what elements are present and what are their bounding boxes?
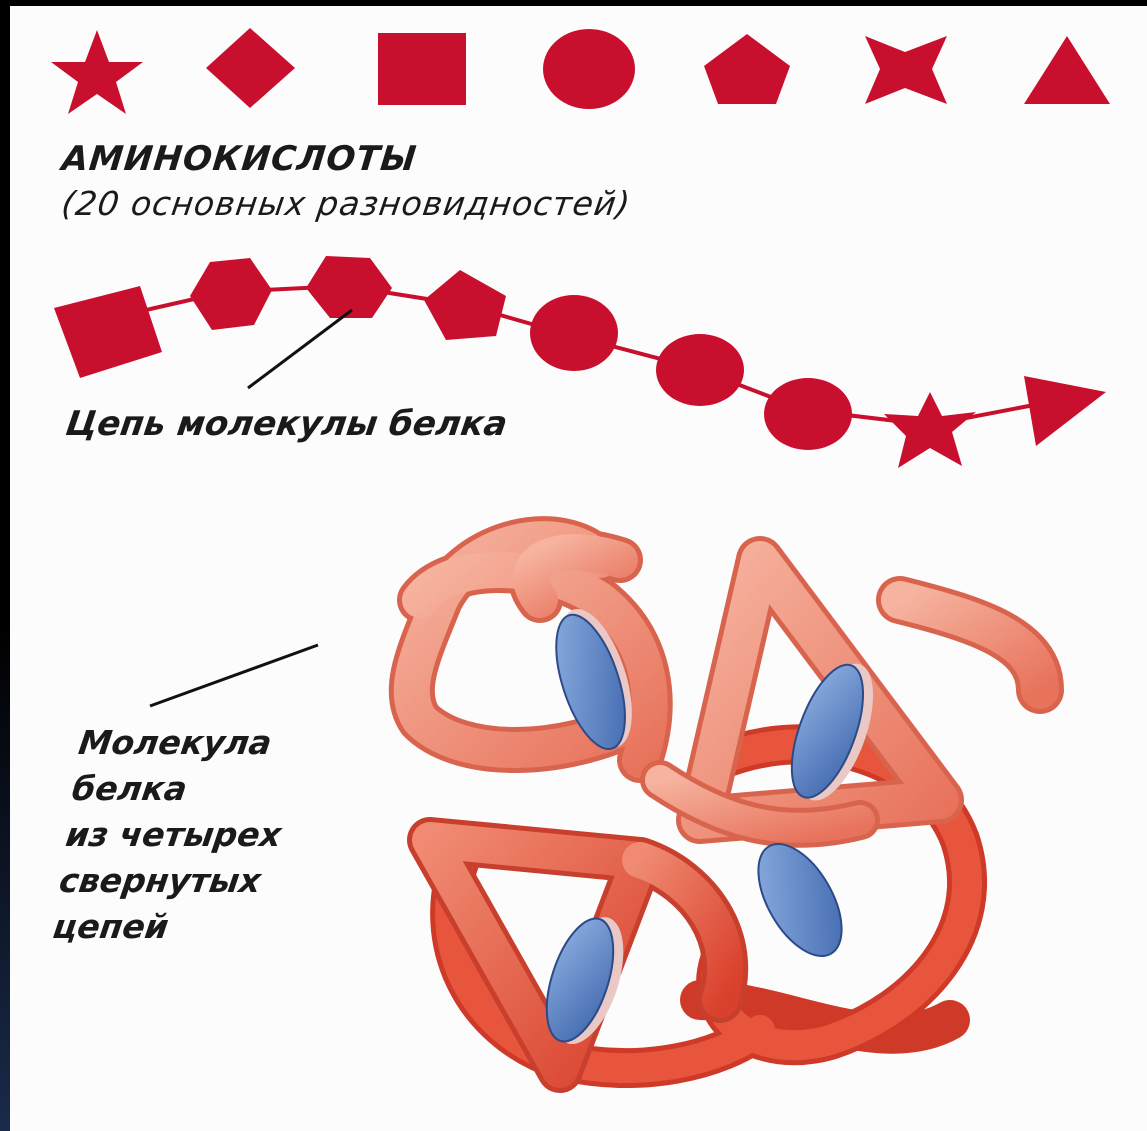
molecule-pointer-line xyxy=(150,645,318,706)
protein-molecule-label: Молекула белка из четырех свернутых цепе… xyxy=(50,720,402,950)
chain-circle xyxy=(656,334,744,406)
amino-acids-title: АМИНОКИСЛОТЫ xyxy=(60,136,420,182)
chain-square xyxy=(54,286,162,378)
chain-hexagon xyxy=(306,256,392,318)
molecule-label-line: из четырех xyxy=(63,812,389,858)
chain-pentagon xyxy=(424,270,506,340)
chain-triangle xyxy=(1024,376,1106,446)
molecule-label-line: цепей xyxy=(50,904,376,950)
circle-icon xyxy=(543,29,635,109)
molecule-label-line: свернутых xyxy=(56,858,382,904)
square-icon xyxy=(378,33,466,105)
amino-acid-legend xyxy=(51,28,1110,114)
molecule-label-line: белка xyxy=(69,766,395,812)
diamond-icon xyxy=(206,28,295,108)
heme-disc-icon xyxy=(741,830,858,969)
chain-circle xyxy=(764,378,852,450)
protein-chain-label: Цепь молекулы белка xyxy=(63,404,510,444)
amino-acids-subtitle: (20 основных разновидностей) xyxy=(59,184,633,223)
chain-star xyxy=(884,392,976,468)
chain-pointer-line xyxy=(248,310,352,388)
chain-hexagon xyxy=(190,258,272,330)
star-icon xyxy=(51,30,143,114)
triangle-icon xyxy=(1024,36,1110,104)
chain-circle xyxy=(530,295,618,371)
cross-icon xyxy=(865,36,947,104)
pentagon-icon xyxy=(704,34,790,104)
folded-protein xyxy=(412,539,1040,1070)
molecule-label-line: Молекула xyxy=(76,720,402,766)
